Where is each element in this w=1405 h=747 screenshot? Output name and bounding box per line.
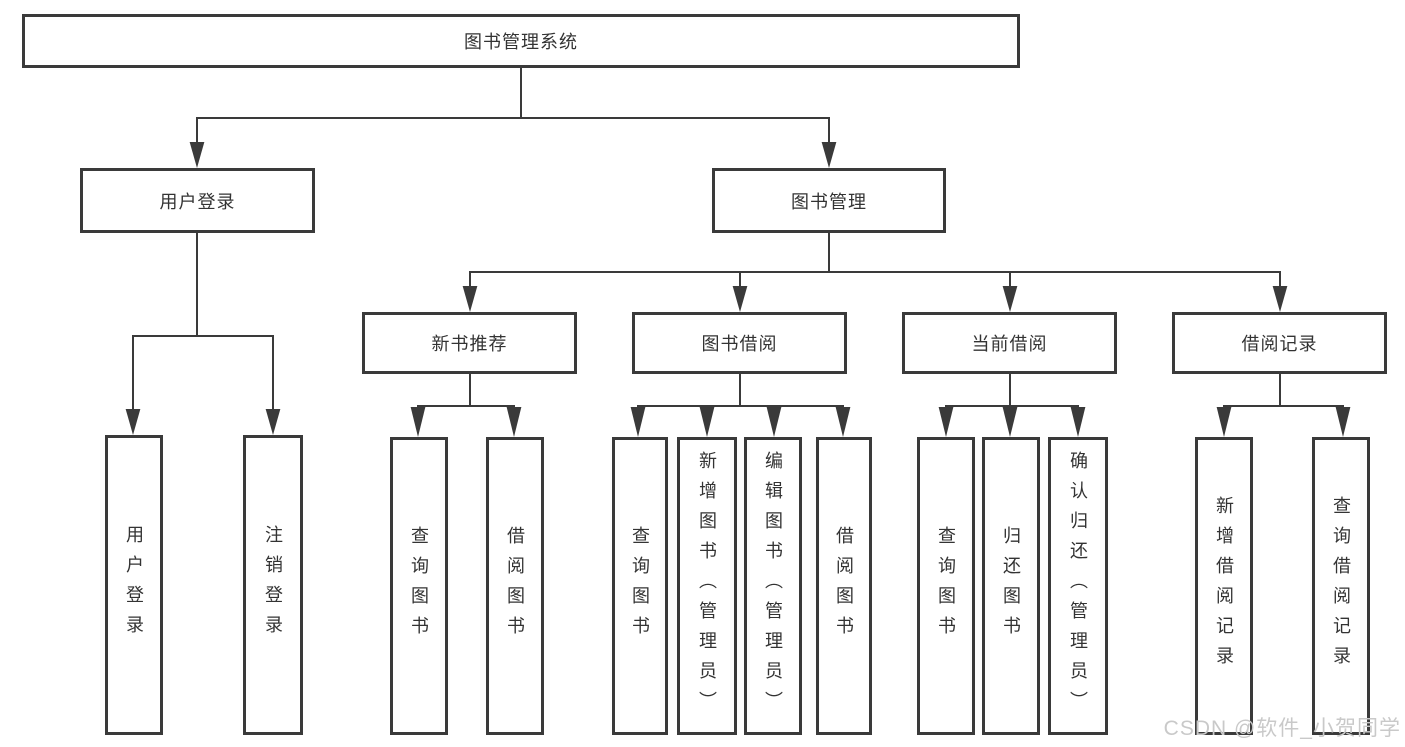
node-user-login-label: 用户登录 — [159, 191, 236, 212]
leaf-edit-book-admin-label: 编辑图书（管理员） — [763, 451, 783, 721]
connector-level3-drop-4 — [1279, 271, 1281, 287]
connector-level2-drop-right — [828, 117, 830, 142]
node-user-login: 用户登录 — [80, 168, 315, 233]
leaf-query-books-borrowing-label: 查询图书 — [630, 526, 650, 646]
node-book-management: 图书管理 — [712, 168, 946, 233]
leaf-user-login: 用户登录 — [105, 435, 163, 735]
arrow-down-icon — [1335, 407, 1351, 437]
arrow-down-icon — [1216, 407, 1232, 437]
arrow-down-icon — [732, 286, 748, 312]
leaf-edit-book-admin: 编辑图书（管理员） — [744, 437, 802, 735]
leaf-query-books-current-label: 查询图书 — [936, 526, 956, 646]
leaf-add-borrow-record: 新增借阅记录 — [1195, 437, 1253, 735]
leaf-user-login-label: 用户登录 — [124, 525, 144, 645]
connector-level3-hline — [469, 271, 1281, 273]
csdn-watermark: CSDN @软件_小贺同学 — [1163, 717, 1401, 740]
connector-group1-stem — [469, 374, 471, 407]
leaf-query-books-recommend-label: 查询图书 — [409, 526, 429, 646]
arrow-down-icon — [630, 407, 646, 437]
arrow-down-icon — [1002, 286, 1018, 312]
leaf-add-book-admin: 新增图书（管理员） — [677, 437, 737, 735]
arrow-down-icon — [938, 407, 954, 437]
connector-user-login-drop-right — [272, 335, 274, 411]
node-current-borrowing-label: 当前借阅 — [971, 334, 1048, 354]
connector-group3-stem — [1009, 374, 1011, 407]
arrow-down-icon — [1272, 286, 1288, 312]
arrow-down-icon — [1070, 407, 1086, 437]
leaf-return-books-label: 归还图书 — [1001, 526, 1021, 646]
connector-level3-drop-3 — [1009, 271, 1011, 287]
arrow-down-icon — [462, 286, 478, 312]
connector-group3-hline — [945, 405, 1079, 407]
node-book-management-label: 图书管理 — [791, 191, 867, 212]
leaf-add-book-admin-label: 新增图书（管理员） — [697, 451, 717, 721]
leaf-query-borrow-record: 查询借阅记录 — [1312, 437, 1370, 735]
leaf-query-books-current: 查询图书 — [917, 437, 975, 735]
leaf-logout-label: 注销登录 — [263, 525, 283, 645]
arrow-down-icon — [699, 407, 715, 437]
arrow-down-icon — [1002, 407, 1018, 437]
arrow-down-icon — [821, 142, 837, 168]
connector-root-stem — [520, 68, 522, 117]
leaf-query-books-borrowing: 查询图书 — [612, 437, 668, 735]
leaf-return-books: 归还图书 — [982, 437, 1040, 735]
connector-level3-drop-2 — [739, 271, 741, 287]
node-borrowing-records: 借阅记录 — [1172, 312, 1387, 374]
connector-group4-hline — [1223, 405, 1344, 407]
arrow-down-icon — [766, 407, 782, 437]
arrow-down-icon — [506, 407, 522, 437]
arrow-down-icon — [410, 407, 426, 437]
node-new-book-recommendation: 新书推荐 — [362, 312, 577, 374]
connector-level3-drop-1 — [469, 271, 471, 287]
arrow-down-icon — [189, 142, 205, 168]
arrow-down-icon — [265, 409, 281, 435]
arrow-down-icon — [835, 407, 851, 437]
connector-group4-stem — [1279, 374, 1281, 407]
leaf-query-books-recommend: 查询图书 — [390, 437, 448, 735]
leaf-confirm-return-admin: 确认归还（管理员） — [1048, 437, 1108, 735]
connector-user-login-drop-left — [132, 335, 134, 411]
connector-book-management-stem — [828, 233, 830, 273]
leaf-confirm-return-admin-label: 确认归还（管理员） — [1068, 451, 1088, 721]
leaf-logout: 注销登录 — [243, 435, 303, 735]
node-book-borrowing: 图书借阅 — [632, 312, 847, 374]
connector-user-login-hline — [132, 335, 274, 337]
connector-user-login-stem — [196, 233, 198, 337]
leaf-borrow-books-borrowing-label: 借阅图书 — [834, 526, 854, 646]
leaf-borrow-books-recommend: 借阅图书 — [486, 437, 544, 735]
connector-group2-hline — [637, 405, 844, 407]
leaf-borrow-books-borrowing: 借阅图书 — [816, 437, 872, 735]
connector-group2-stem — [739, 374, 741, 407]
node-root: 图书管理系统 — [22, 14, 1020, 68]
arrow-down-icon — [125, 409, 141, 435]
connector-level2-hline — [196, 117, 830, 119]
leaf-query-borrow-record-label: 查询借阅记录 — [1331, 496, 1351, 676]
node-borrowing-records-label: 借阅记录 — [1241, 334, 1318, 354]
leaf-add-borrow-record-label: 新增借阅记录 — [1214, 496, 1234, 676]
node-current-borrowing: 当前借阅 — [902, 312, 1117, 374]
node-root-label: 图书管理系统 — [464, 32, 578, 52]
leaf-borrow-books-recommend-label: 借阅图书 — [505, 526, 525, 646]
connector-level2-drop-left — [196, 117, 198, 142]
node-book-borrowing-label: 图书借阅 — [701, 334, 778, 354]
node-new-book-recommendation-label: 新书推荐 — [431, 334, 508, 354]
connector-group1-hline — [417, 405, 515, 407]
